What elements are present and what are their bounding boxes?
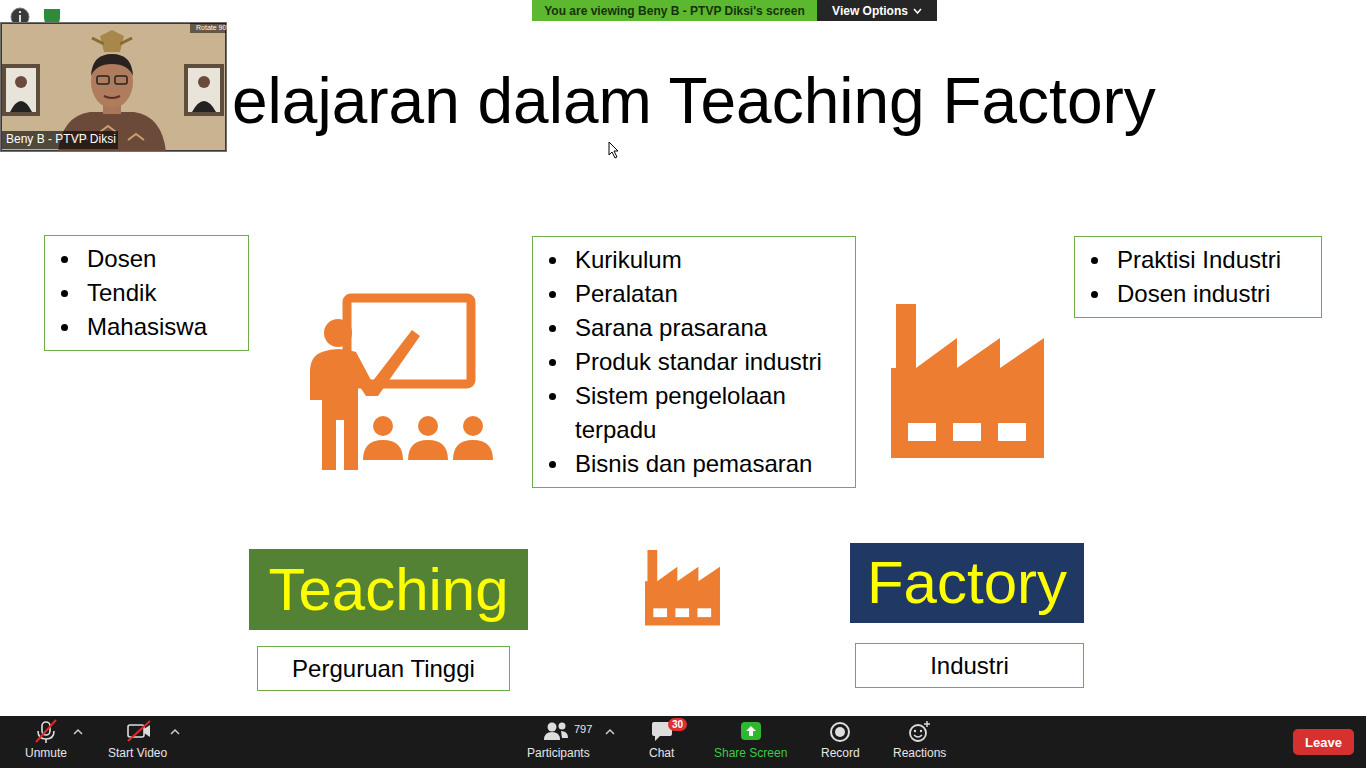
chat-badge: 30 — [668, 718, 687, 731]
box-text: 30 — [672, 719, 683, 730]
bullet-dot — [549, 359, 556, 366]
list-item: Peralatan — [575, 277, 845, 311]
list-row: Kurikulum — [543, 243, 845, 277]
list-row: Tendik — [55, 276, 238, 310]
list-row: Dosen industri — [1085, 277, 1311, 311]
factory-icon — [891, 304, 1044, 458]
bullet-dot — [549, 291, 556, 298]
bullet-point — [543, 277, 575, 311]
bullet-dot — [549, 325, 556, 332]
box-text: You are viewing Beny B - PTVP Diksi's sc… — [544, 4, 805, 18]
list-row: Praktisi Industri — [1085, 243, 1311, 277]
shared-elements-box: KurikulumPeralatanSarana prasaranaProduk… — [532, 236, 856, 488]
list-item: Mahasiswa — [87, 310, 238, 344]
list-item: Dosen industri — [1117, 277, 1311, 311]
box-text: Teaching — [268, 560, 508, 620]
list-item: Produk standar industri — [575, 345, 845, 379]
bullet-point — [543, 379, 575, 413]
list-row: Bisnis dan pemasaran — [543, 447, 845, 481]
teacher-icon — [310, 298, 493, 470]
participant-count: 797 — [574, 723, 592, 736]
box-text: View Options — [832, 4, 908, 18]
industry-box: Industri — [855, 643, 1084, 688]
bullet-dot — [61, 256, 68, 263]
bullet-dot — [61, 290, 68, 297]
bullet-point — [55, 242, 87, 276]
list-row: Peralatan — [543, 277, 845, 311]
bullet-dot — [549, 461, 556, 468]
factory-box: Factory — [850, 543, 1084, 623]
toolbar-label: Start Video — [108, 747, 167, 761]
rotate-tag: Rotate 90° — [196, 24, 229, 32]
list-row: Produk standar industri — [543, 345, 845, 379]
toolbar-label: Unmute — [25, 747, 67, 761]
campus-actors-box: DosenTendikMahasiswa — [44, 235, 249, 351]
box-text: Factory — [867, 553, 1067, 613]
bullet-point — [543, 447, 575, 481]
factory-icon-small — [645, 550, 720, 625]
box-text: Leave — [1305, 735, 1342, 750]
industry-actors-box: Praktisi IndustriDosen industri — [1074, 236, 1322, 318]
bullet-point — [543, 311, 575, 345]
bullet-point — [55, 310, 87, 344]
bullet-point — [543, 243, 575, 277]
box-text: Industri — [930, 652, 1009, 680]
view-options-button: View Options — [817, 0, 937, 21]
bullet-dot — [549, 393, 556, 400]
list-row: Sistem pengelolaan terpadu — [543, 379, 845, 447]
video-name-tag: Beny B - PTVP Diksi — [6, 133, 116, 147]
toolbar-label: Chat — [649, 747, 674, 761]
teaching-box: Teaching — [249, 549, 528, 630]
toolbar-label: Share Screen — [714, 747, 787, 761]
box-text: Perguruan Tinggi — [292, 655, 475, 683]
viewing-banner: You are viewing Beny B - PTVP Diksi's sc… — [532, 0, 817, 21]
list-item: Tendik — [87, 276, 238, 310]
bullet-dot — [1091, 291, 1098, 298]
list-row: Dosen — [55, 242, 238, 276]
slide-title: elajaran dalam Teaching Factory — [232, 66, 1156, 136]
list-row: Mahasiswa — [55, 310, 238, 344]
list-item: Sistem pengelolaan terpadu — [575, 379, 845, 447]
list-row: Sarana prasarana — [543, 311, 845, 345]
toolbar-label: Reactions — [893, 747, 946, 761]
bullet-point — [1085, 243, 1117, 277]
list-item: Kurikulum — [575, 243, 845, 277]
bullet-point — [1085, 277, 1117, 311]
bullet-point — [543, 345, 575, 379]
zoom-toolbar — [0, 716, 1366, 768]
mouse-cursor — [609, 142, 618, 158]
bullet-point — [55, 276, 87, 310]
bullet-dot — [61, 324, 68, 331]
bullet-dot — [549, 257, 556, 264]
chevron-icon — [913, 8, 922, 14]
toolbar-label: Record — [821, 747, 860, 761]
list-item: Praktisi Industri — [1117, 243, 1311, 277]
toolbar-label: Participants — [527, 747, 590, 761]
list-item: Sarana prasarana — [575, 311, 845, 345]
video-thumbnail — [0, 22, 227, 152]
campus-box: Perguruan Tinggi — [257, 646, 510, 691]
leave-button: Leave — [1293, 729, 1354, 755]
list-item: Dosen — [87, 242, 238, 276]
list-item: Bisnis dan pemasaran — [575, 447, 845, 481]
bullet-dot — [1091, 257, 1098, 264]
